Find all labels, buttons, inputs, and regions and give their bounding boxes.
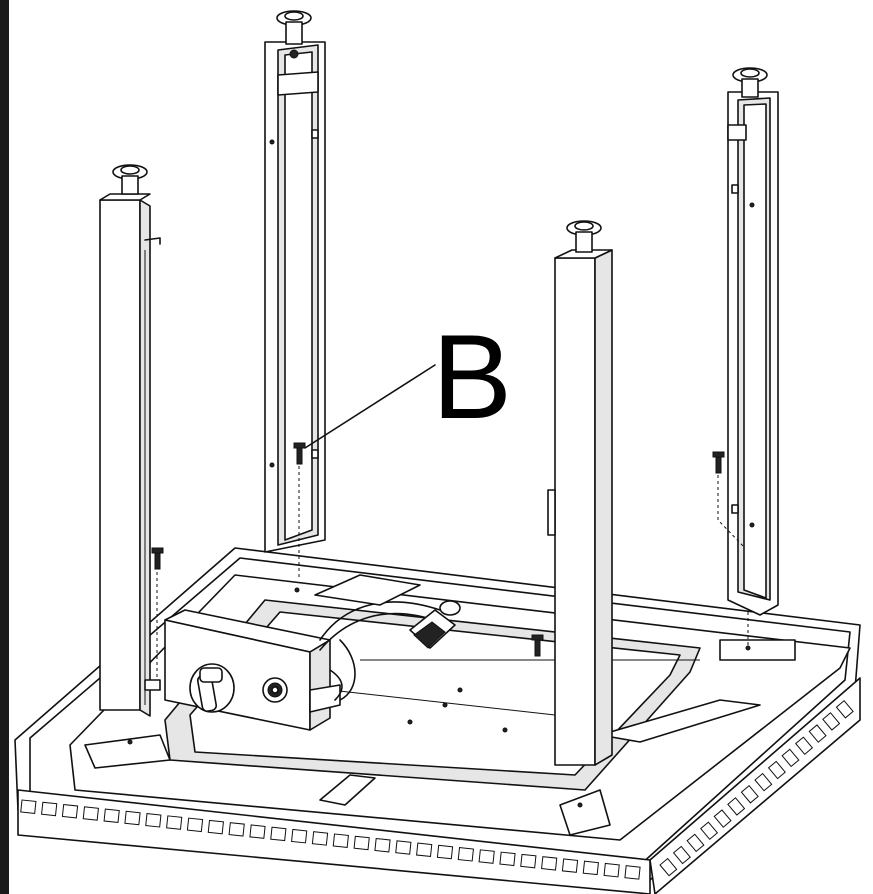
wicker-weave-mark xyxy=(767,760,786,780)
leg-cap-back-right xyxy=(732,67,768,98)
wicker-weave-mark xyxy=(561,858,579,873)
wicker-edge-front xyxy=(17,789,651,894)
wicker-weave-mark xyxy=(713,809,732,828)
wicker-weave-mark xyxy=(754,772,773,792)
image-edge-bar xyxy=(0,0,9,894)
screw-front-right xyxy=(531,634,544,657)
wicker-weave-mark xyxy=(672,845,691,865)
wicker-weave-mark xyxy=(457,847,474,862)
wicker-weave-mark xyxy=(124,810,141,826)
igniter-button xyxy=(262,677,288,703)
wicker-weave-mark xyxy=(228,822,245,837)
leg-cap-front-left xyxy=(112,164,148,195)
wicker-weave-mark xyxy=(822,712,841,731)
gas-hose xyxy=(319,601,441,651)
leg-back-right xyxy=(727,91,779,616)
wicker-weave-mark xyxy=(499,851,516,867)
control-knob xyxy=(189,663,235,713)
callout-b-label: B xyxy=(432,310,512,444)
wicker-weave-mark xyxy=(291,828,308,844)
wicker-weave-mark xyxy=(61,803,79,819)
wicker-weave-mark xyxy=(436,844,454,860)
screw-back-right xyxy=(712,451,749,645)
wicker-weave-mark xyxy=(82,806,99,821)
wicker-weave-mark xyxy=(478,849,495,864)
wicker-weave-mark xyxy=(740,785,759,804)
wicker-weave-mark xyxy=(332,833,349,848)
hose-fitting xyxy=(409,600,461,649)
wicker-weave-mark xyxy=(207,819,224,835)
wicker-weave-mark xyxy=(20,799,37,814)
wicker-weave-mark xyxy=(166,815,183,830)
wicker-weave-mark xyxy=(659,857,678,877)
wicker-weave-mark xyxy=(795,736,814,756)
callout-b: B xyxy=(304,310,512,449)
wicker-weave-mark xyxy=(781,748,800,768)
wicker-weave-mark xyxy=(145,813,162,828)
wicker-weave-mark xyxy=(270,826,287,842)
leg-cap-back-left xyxy=(276,10,312,59)
wicker-weave-mark xyxy=(353,835,370,851)
wicker-weave-mark xyxy=(374,837,391,853)
wicker-edge-right xyxy=(649,677,861,894)
wicker-weave-mark xyxy=(311,831,329,846)
wicker-weave-mark xyxy=(416,842,433,858)
burner-pan xyxy=(314,574,421,701)
screw-b-callout xyxy=(293,442,306,580)
wicker-weave-mark xyxy=(541,856,558,871)
wicker-weave-mark xyxy=(727,797,746,816)
screw-front-left xyxy=(151,547,164,680)
wicker-weave-mark xyxy=(395,840,412,855)
wicker-weave-mark xyxy=(624,865,641,880)
wicker-weave-mark xyxy=(835,700,854,719)
leg-front-right xyxy=(547,249,613,766)
wicker-weave-mark xyxy=(700,821,719,841)
wicker-weave-mark xyxy=(103,808,120,824)
wicker-weave-mark xyxy=(520,853,537,869)
leg-back-left xyxy=(264,41,326,553)
wicker-weave-mark xyxy=(41,801,58,817)
leg-cap-front-right xyxy=(566,220,602,253)
wicker-weave-mark xyxy=(249,824,266,839)
wicker-weave-mark xyxy=(686,833,705,853)
wicker-weave-mark xyxy=(582,860,599,876)
leg-front-left xyxy=(99,193,161,717)
wicker-weave-mark xyxy=(808,724,827,743)
wicker-weave-mark xyxy=(603,862,620,878)
wicker-weave-mark xyxy=(186,817,204,833)
